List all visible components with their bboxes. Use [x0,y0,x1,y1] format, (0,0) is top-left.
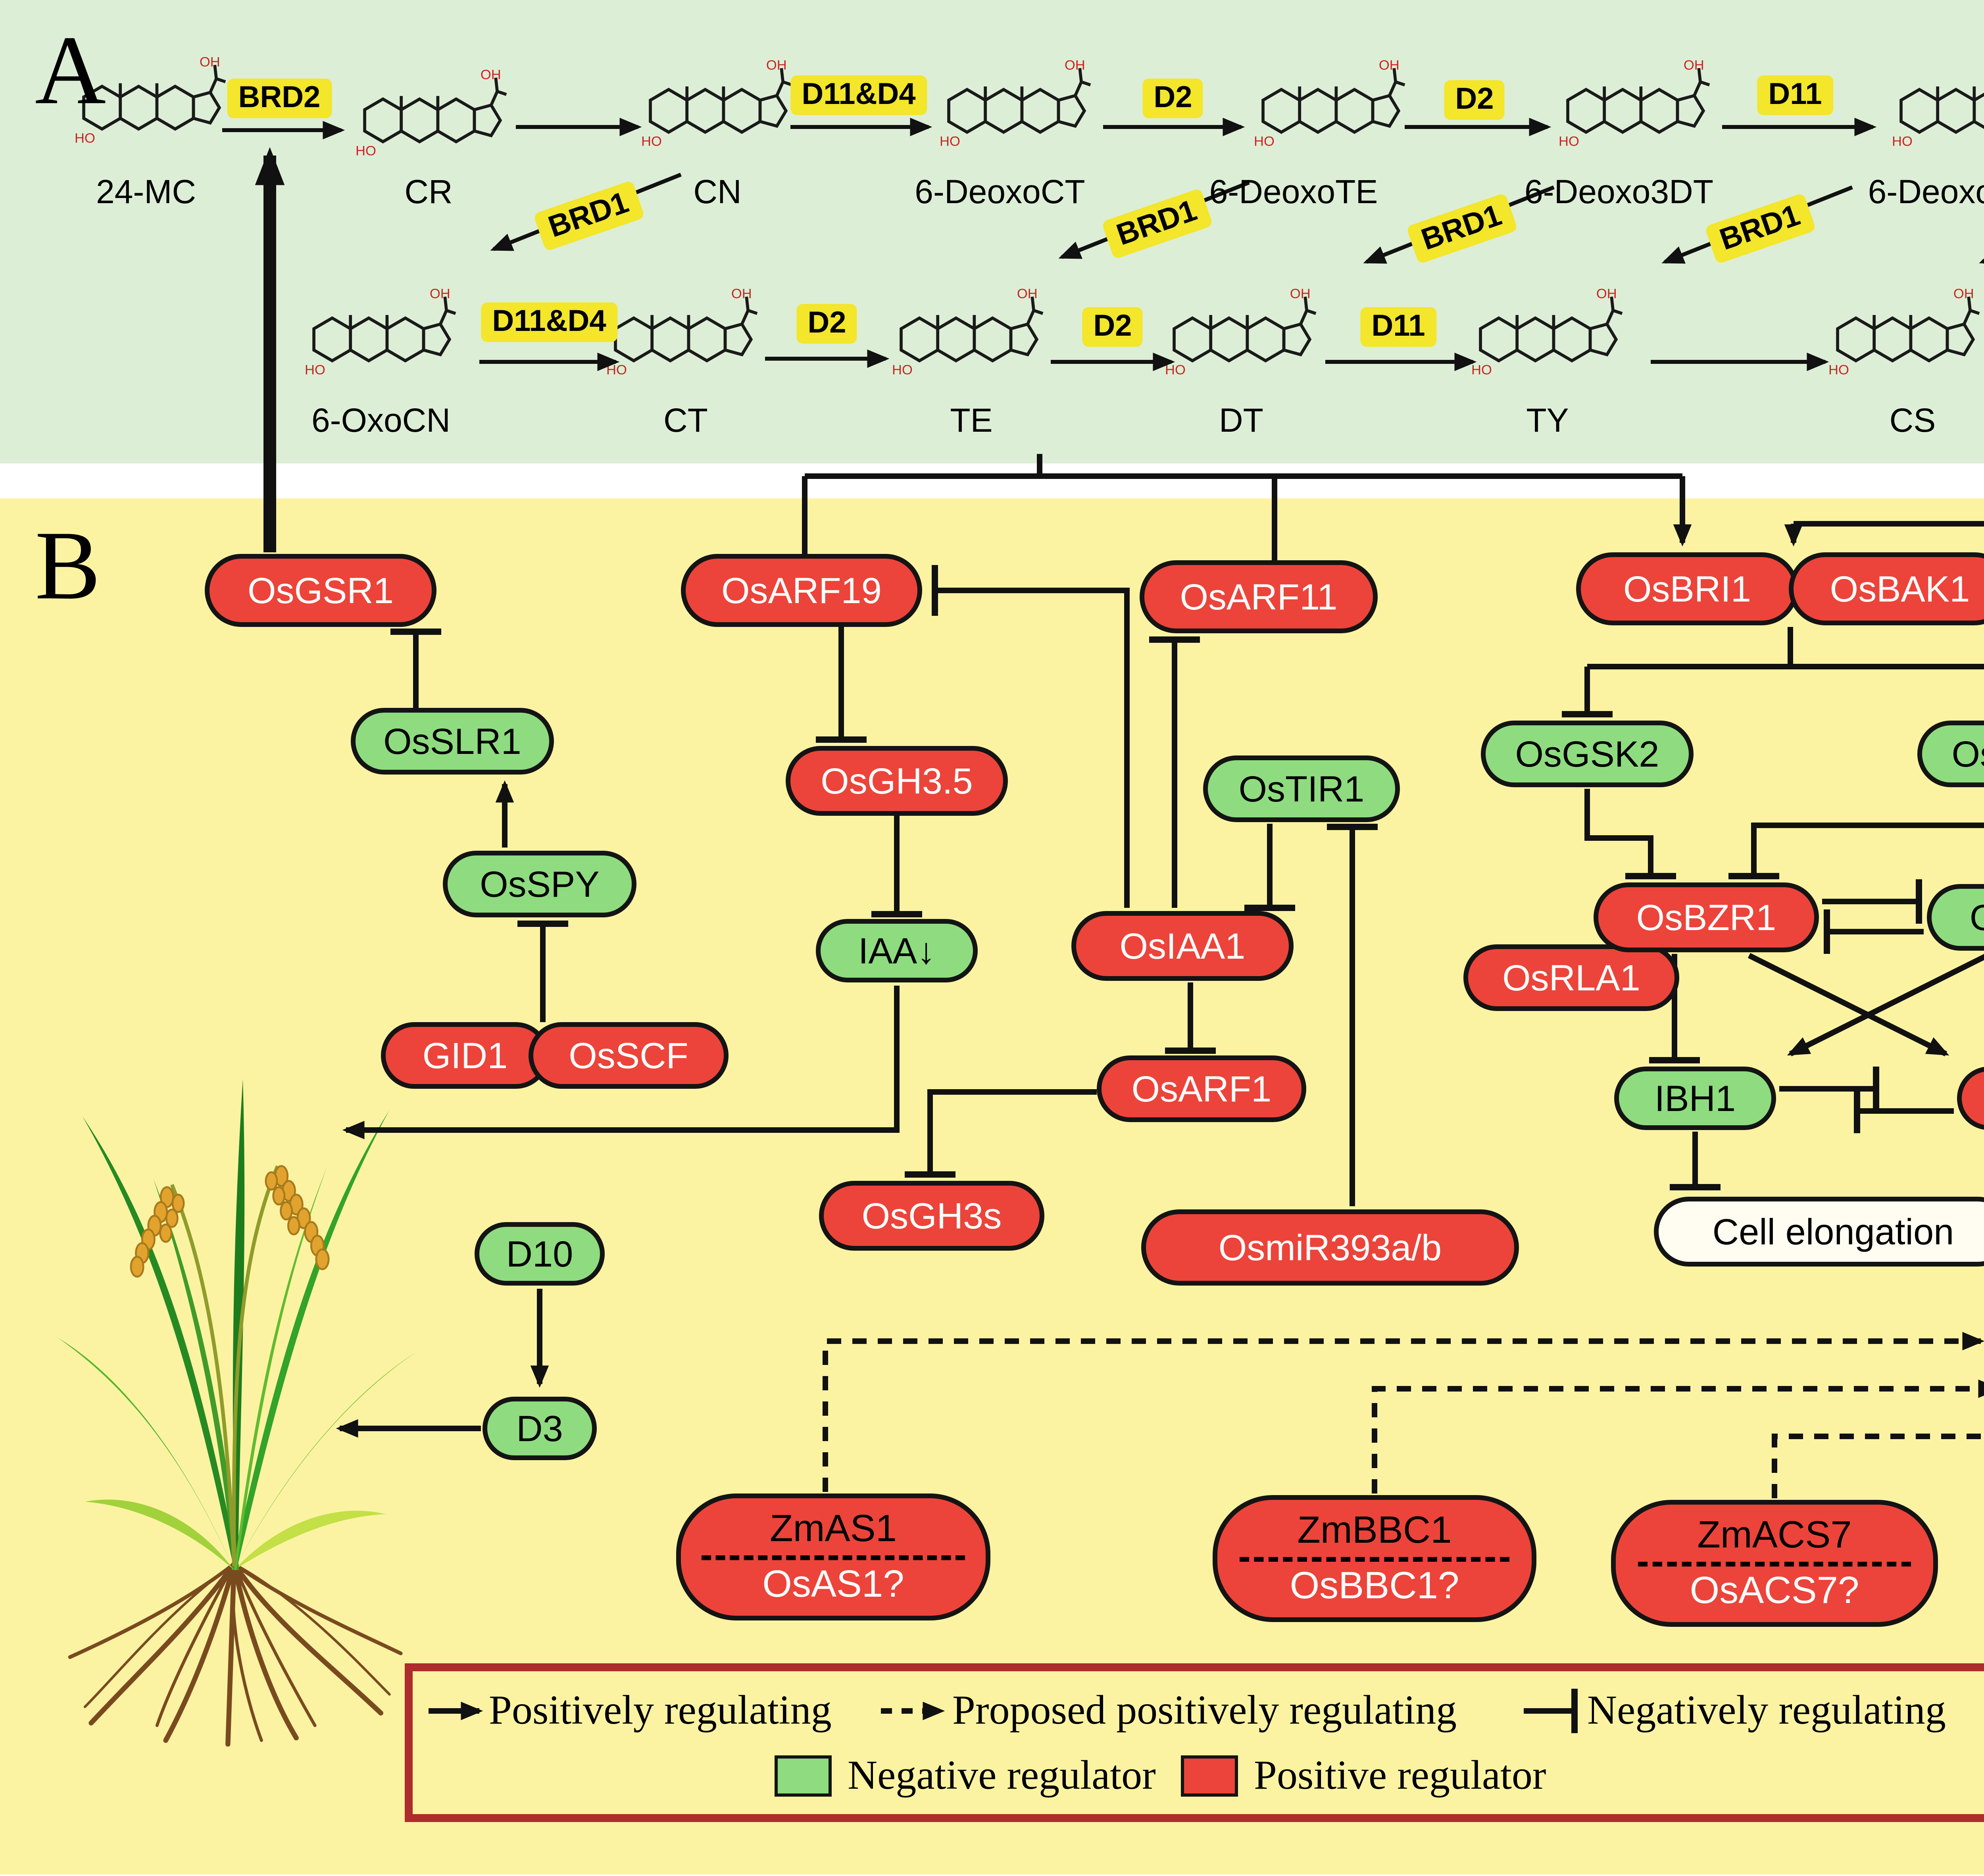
legend-positively-regulating: Positively regulating [489,1687,832,1733]
node-osgsr1: OsGSR1 [205,554,436,627]
compound-label: CR [404,175,453,211]
node-d10: D10 [475,1222,605,1286]
node-osslr1: OsSLR1 [351,708,554,775]
node-osbri1: OsBRI1 [1576,552,1798,625]
node-osbzr1: OsBZR1 [1594,882,1819,952]
negative-regulator-swatch [775,1755,832,1797]
enzyme-label-d11d4: D11&D4 [790,75,927,115]
node-cell-elongation: Cell elongation [1654,1197,1984,1267]
node-osarf1: OsARF1 [1097,1055,1306,1122]
compound-label: TE [950,403,993,440]
osas1-label: OsAS1? [762,1563,904,1605]
enzyme-label-d2: D2 [1444,80,1505,120]
enzyme-label-d2: D2 [796,304,857,344]
node-zmacs7-osacs7: ZmACS7 OsACS7? [1611,1500,1938,1627]
node-osiaa1: OsIAA1 [1071,911,1294,981]
panel-a-letter: A [35,17,106,125]
legend-positive-regulator: Positive regulator [1254,1752,1546,1798]
osacs7-label: OsACS7? [1690,1569,1859,1612]
node-osarf19: OsARF19 [681,554,922,627]
legend-negatively-regulating: Negatively regulating [1587,1687,1946,1733]
node-zmbbc1-osbbc1: ZmBBC1 OsBBC1? [1213,1495,1536,1622]
panel-b-letter: B [35,513,101,621]
signaling-lines [336,588,1984,1438]
node-osscf: OsSCF [529,1022,729,1089]
node-osbak1: OsBAK1 [1789,552,1984,625]
compound-label: TY [1526,403,1569,440]
legend-symbols [429,1689,1578,1733]
enzyme-label-d11: D11 [1360,307,1436,347]
t-bars [390,565,1922,1190]
node-d3: D3 [483,1397,597,1460]
node-osarf11: OsARF11 [1140,560,1378,633]
compound-label: DT [1219,403,1263,440]
enzyme-label-d11d4: D11&D4 [481,302,617,342]
enzyme-label-d2: D2 [1082,307,1143,347]
compound-label: 6-DeoxoTE [1209,175,1378,211]
br-signal-bracket [802,454,1984,560]
zmas1-label: ZmAS1 [702,1507,965,1559]
compound-label: CS [1889,403,1936,440]
legend-box [405,1663,1984,1822]
compound-label: 6-Deoxo3DT [1524,175,1714,211]
legend-proposed-positively-regulating: Proposed positively regulating [952,1687,1457,1733]
node-ostir1: OsTIR1 [1203,755,1400,822]
zmbbc1-label: ZmBBC1 [1239,1509,1510,1561]
compound-label: CN [693,175,742,211]
biosynthesis-panel [0,0,1984,463]
node-zmas1-osas1: ZmAS1 OsAS1? [676,1493,990,1620]
node-osmir393: OsmiR393a/b [1141,1209,1519,1286]
osbbc1-label: OsBBC1? [1290,1564,1459,1607]
enzyme-label-d2: D2 [1142,79,1203,118]
node-osgh35: OsGH3.5 [786,746,1008,816]
compound-label: 6-DeoxoCT [915,175,1085,211]
node-osgsk1: OsGSK1 [1917,721,1984,787]
compound-label: 6-OxoCN [311,403,451,440]
zmacs7-label: ZmACS7 [1638,1513,1911,1566]
node-iaa: IAA↓ [816,919,978,982]
node-osrla1: OsRLA1 [1463,944,1679,1011]
node-ibh1: IBH1 [1614,1067,1776,1130]
node-gid1: GID1 [381,1022,549,1089]
compound-label: 24-MC [96,175,196,211]
compound-label: 6-DeoxoTY [1868,175,1984,211]
enzyme-label-brd2: BRD2 [227,79,332,118]
legend-negative-regulator: Negative regulator [848,1752,1156,1798]
compound-label: CT [663,403,708,440]
proposed-arrows [823,1332,1984,1498]
node-osgh3s: OsGH3s [819,1181,1044,1251]
node-osgsk2: OsGSK2 [1481,721,1694,787]
enzyme-label-d11: D11 [1757,75,1833,115]
node-osspy: OsSPY [443,851,636,917]
positive-regulator-swatch [1181,1755,1238,1797]
